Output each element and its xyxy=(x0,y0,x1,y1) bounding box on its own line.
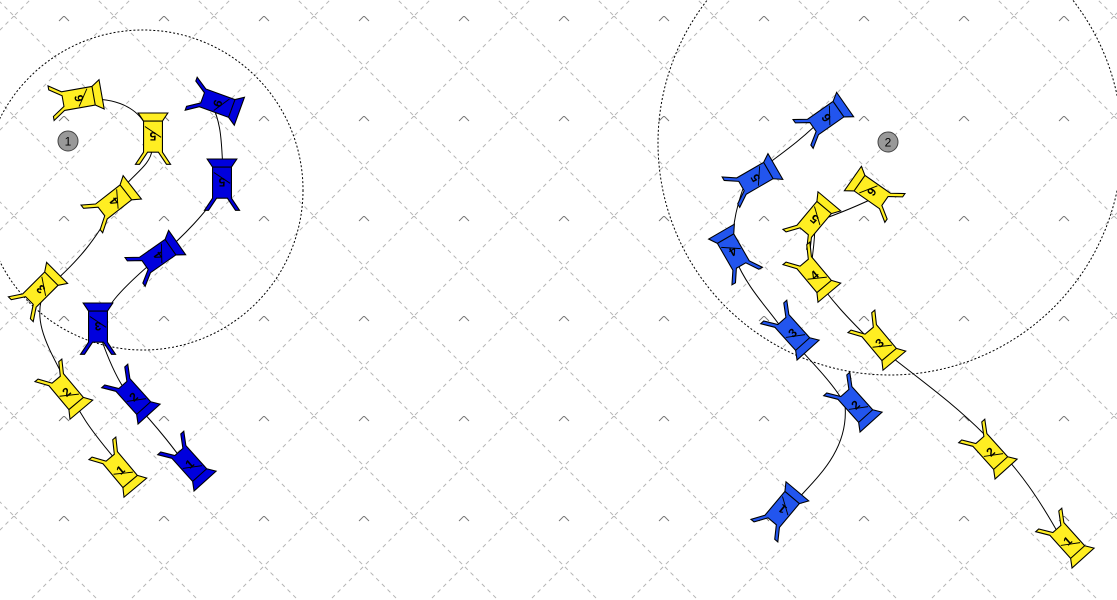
ship-position-label: 3 xyxy=(94,319,101,333)
scene-marker-2-label: 2 xyxy=(885,136,892,150)
ship-position-label: 5 xyxy=(218,175,225,189)
ship-position-label: 5 xyxy=(149,129,156,143)
scene-marker-1-label: 1 xyxy=(65,135,72,149)
scene-marker-2: 2 xyxy=(878,132,898,152)
scene-marker-1: 1 xyxy=(58,131,78,151)
